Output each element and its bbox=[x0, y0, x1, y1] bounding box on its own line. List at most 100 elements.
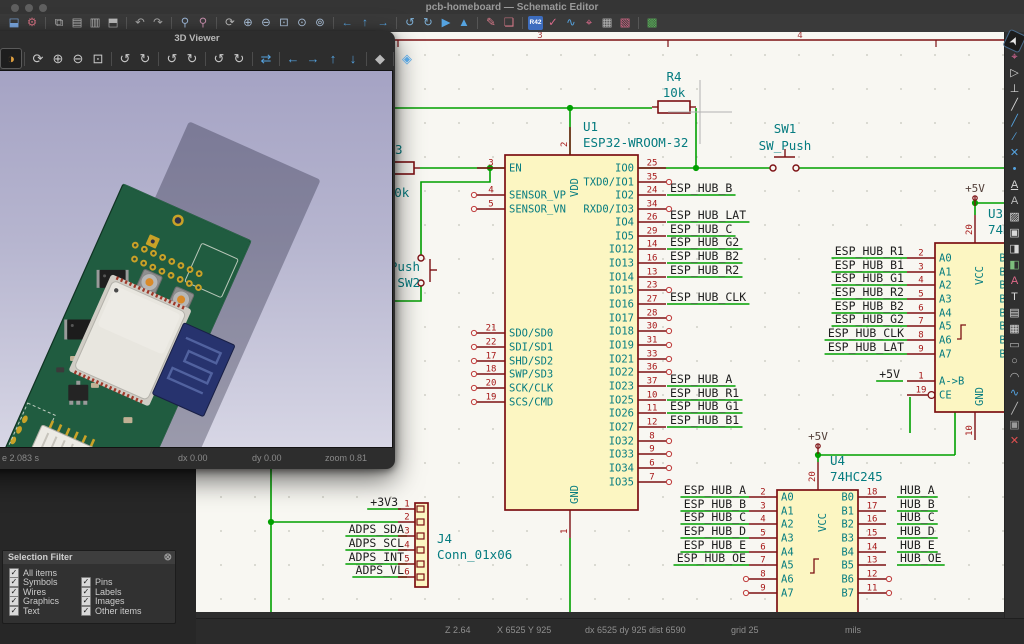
probe-button[interactable]: ⌖ bbox=[585, 17, 593, 29]
bus-entry-tool[interactable]: ∕ bbox=[1013, 131, 1016, 143]
bezier-tool[interactable]: ∿ bbox=[1009, 387, 1020, 399]
flip-board-button[interactable]: ⇄ bbox=[260, 51, 272, 66]
perspective-button[interactable]: ◈ bbox=[402, 51, 412, 66]
table-tool[interactable]: ▦ bbox=[1009, 323, 1020, 335]
checkbox-all-items[interactable]: ✓ bbox=[9, 567, 19, 578]
delete-tool[interactable]: ✕ bbox=[1009, 435, 1020, 447]
pan-left-button[interactable]: ← bbox=[286, 51, 300, 66]
zoom-out-button[interactable]: ⊖ bbox=[261, 17, 271, 29]
close-icon[interactable]: ⊗ bbox=[163, 552, 172, 563]
erc-button[interactable]: ✓ bbox=[548, 17, 558, 29]
zoom-selection-button[interactable]: ⊚ bbox=[315, 17, 325, 29]
no-connect-tool[interactable]: ✕ bbox=[1009, 147, 1020, 159]
mirror-h-button[interactable]: ▶ bbox=[441, 17, 451, 29]
global-label-tool[interactable]: A bbox=[1010, 195, 1019, 207]
save-button[interactable]: ⬓ bbox=[8, 17, 20, 29]
checkbox-graphics[interactable]: ✓ bbox=[9, 596, 19, 607]
simulator-button[interactable]: ∿ bbox=[566, 17, 576, 29]
checkbox-images[interactable]: ✓ bbox=[81, 596, 91, 607]
checkbox-text[interactable]: ✓ bbox=[9, 605, 19, 616]
junction-tool[interactable]: • bbox=[1012, 163, 1017, 175]
sheet-settings-button[interactable]: ⚙ bbox=[26, 17, 38, 29]
add-wire-tool[interactable]: ╱ bbox=[1011, 99, 1018, 111]
nav-forward-button[interactable]: → bbox=[377, 17, 389, 29]
rotate-z-cw-button[interactable]: ↻ bbox=[233, 51, 245, 66]
textbox-tool[interactable]: ▤ bbox=[1009, 307, 1020, 319]
line-tool[interactable]: ╱ bbox=[1011, 403, 1018, 415]
copy-button[interactable]: ⧉ bbox=[54, 17, 64, 29]
redo-button[interactable]: ↷ bbox=[153, 17, 163, 29]
svg-text:17: 17 bbox=[867, 502, 878, 512]
checkbox-other-items[interactable]: ✓ bbox=[81, 605, 91, 616]
rotate-x-cw-button[interactable]: ↻ bbox=[139, 51, 151, 66]
find-button[interactable]: ⚲ bbox=[180, 17, 190, 29]
arc-tool[interactable]: ◠ bbox=[1009, 371, 1020, 383]
checkbox-labels[interactable]: ✓ bbox=[81, 586, 91, 597]
pan-right-button[interactable]: → bbox=[306, 51, 320, 66]
rotate-y-ccw-button[interactable]: ↺ bbox=[166, 51, 178, 66]
plot-button[interactable]: ▥ bbox=[89, 17, 101, 29]
close-window-icon[interactable] bbox=[11, 4, 19, 12]
checkbox-wires[interactable]: ✓ bbox=[9, 586, 19, 597]
rotate-cw-button[interactable]: ↻ bbox=[423, 17, 433, 29]
minimize-window-icon[interactable] bbox=[25, 4, 33, 12]
checkbox-symbols[interactable]: ✓ bbox=[9, 577, 19, 588]
rectangle-tool[interactable]: ▭ bbox=[1009, 339, 1020, 351]
print-button[interactable]: ▤ bbox=[71, 17, 83, 29]
orthographic-button[interactable]: ◆ bbox=[375, 51, 385, 66]
checkbox-pins[interactable]: ✓ bbox=[81, 577, 91, 588]
bus-definitions-button[interactable]: ▧ bbox=[619, 17, 631, 29]
svg-text:HUB_OE: HUB_OE bbox=[900, 551, 942, 565]
svg-text:B4: B4 bbox=[999, 308, 1005, 320]
symbol-library-button[interactable]: ❏ bbox=[503, 17, 515, 29]
sheet-pin-tool[interactable]: ◨ bbox=[1009, 243, 1020, 255]
zoom-objects-button[interactable]: ⊙ bbox=[297, 17, 307, 29]
undo-button[interactable]: ↶ bbox=[135, 17, 145, 29]
nav-back-button[interactable]: ← bbox=[341, 17, 353, 29]
circle-tool[interactable]: ○ bbox=[1011, 355, 1018, 367]
render-raytracing-button[interactable]: ◑ bbox=[0, 48, 22, 69]
zoom-in-3d-button[interactable]: ⊕ bbox=[52, 51, 64, 66]
hier-sheet-tool[interactable]: ▣ bbox=[1009, 227, 1020, 239]
rotate-y-cw-button[interactable]: ↻ bbox=[186, 51, 198, 66]
component-U3[interactable]: U374HC2452A03A14A25A36A47A58A69A71A->B19… bbox=[907, 206, 1005, 440]
add-bus-tool[interactable]: ╱ bbox=[1011, 115, 1018, 127]
import-sheet-pin-tool[interactable]: ◧ bbox=[1009, 259, 1020, 271]
pan-up-button[interactable]: ↑ bbox=[329, 51, 337, 66]
text-variable-tool[interactable]: A bbox=[1010, 275, 1019, 287]
rotate-x-ccw-button[interactable]: ↺ bbox=[119, 51, 131, 66]
zoom-out-3d-button[interactable]: ⊖ bbox=[72, 51, 84, 66]
annotate-button[interactable]: R42 bbox=[528, 16, 543, 30]
3d-viewport[interactable]: SW1 SW2 bbox=[0, 70, 393, 448]
fields-table-button[interactable]: ▦ bbox=[601, 17, 613, 29]
find-replace-button[interactable]: ⚲ bbox=[198, 17, 208, 29]
rotate-ccw-button[interactable]: ↺ bbox=[405, 17, 415, 29]
pan-down-button[interactable]: ↓ bbox=[349, 51, 357, 66]
svg-text:IO22: IO22 bbox=[609, 367, 634, 379]
nav-up-button[interactable]: ↑ bbox=[362, 17, 368, 29]
edit-symbol-button[interactable]: ✎ bbox=[486, 17, 496, 29]
reload-board-button[interactable]: ⟳ bbox=[32, 51, 44, 66]
net-label-tool[interactable]: A bbox=[1010, 179, 1019, 191]
add-power-tool[interactable]: ⊥ bbox=[1009, 83, 1020, 95]
refresh-view-button[interactable]: ⟳ bbox=[225, 17, 235, 29]
hier-label-tool[interactable]: ▨ bbox=[1009, 211, 1020, 223]
paste-button[interactable]: ⬒ bbox=[107, 17, 119, 29]
zoom-fit-3d-button[interactable]: ⊡ bbox=[92, 51, 104, 66]
zoom-window-icon[interactable] bbox=[39, 4, 47, 12]
image-tool[interactable]: ▣ bbox=[1009, 419, 1020, 431]
rotate-z-ccw-button[interactable]: ↺ bbox=[213, 51, 225, 66]
pcb-editor-button[interactable]: ▩ bbox=[646, 17, 658, 29]
add-symbol-tool[interactable]: ▷ bbox=[1010, 67, 1019, 79]
mirror-v-button[interactable]: ▲ bbox=[458, 17, 470, 29]
highlight-net-tool[interactable]: ⌖ bbox=[1011, 51, 1018, 63]
text-tool[interactable]: T bbox=[1011, 291, 1018, 303]
zoom-in-button[interactable]: ⊕ bbox=[243, 17, 253, 29]
zoom-fit-button[interactable]: ⊡ bbox=[279, 17, 289, 29]
